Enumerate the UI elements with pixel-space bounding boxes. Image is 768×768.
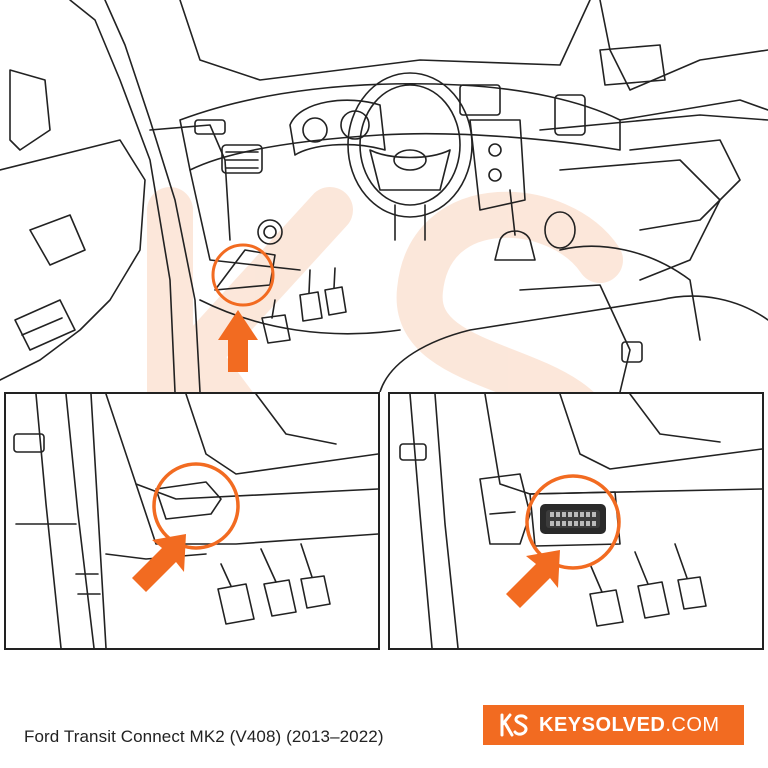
air-vent-right [554,94,586,136]
side-mirror-right [599,44,666,86]
light-switch [257,219,283,245]
seat [379,295,768,392]
obd-port-icon [540,504,606,534]
dash-trim [105,394,378,500]
pedal [261,314,291,344]
circle-highlight-icon [525,474,621,570]
vehicle-caption: Ford Transit Connect MK2 (V408) (2013–20… [24,727,384,746]
cabin-overview [0,0,768,392]
pedal [263,579,297,617]
circle-highlight-icon [211,243,275,307]
door-frame [409,394,433,648]
pedal [589,589,624,627]
air-vent-left [221,144,263,174]
windshield [179,0,591,81]
door-panel-left [0,139,146,381]
side-mirror-left [9,69,51,151]
detail-panel-obd-port [388,392,764,650]
brand-tld: .COM [665,713,720,736]
instrument-cluster [289,99,386,156]
arrow-icon [132,534,186,592]
brand-name-text: KEYSOLVED [539,713,666,736]
door-frame [69,0,176,392]
door-frame [35,394,62,648]
brand-banner: KEYSOLVED.COM [483,705,744,745]
arrow-icon [506,550,560,608]
pedal [299,291,323,322]
pedal [300,575,331,609]
infotainment [459,84,501,116]
pedal [637,581,670,619]
pedal [677,576,707,610]
pedal [217,583,255,625]
brand-name: KEYSOLVED.COM [539,714,720,737]
ks-logo-icon [500,713,528,737]
obd-cover [155,481,222,520]
arrow-icon [218,310,258,372]
steering-wheel [347,72,473,218]
gear-lever [494,189,536,261]
circle-highlight-icon [152,462,240,550]
pedal [324,286,347,316]
detail-panel-under-dash [4,392,380,650]
